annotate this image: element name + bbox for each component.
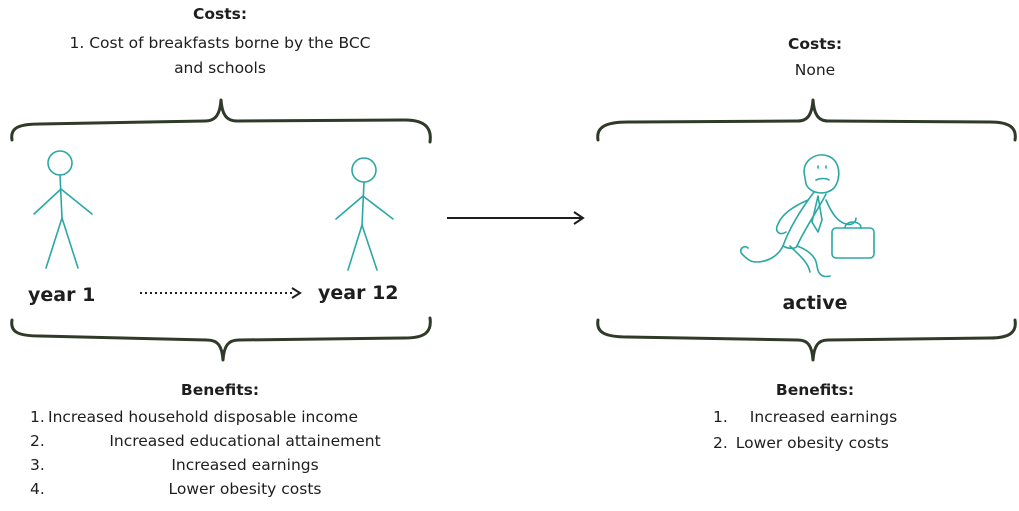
right-costs-heading: Costs: — [787, 35, 843, 53]
left-bottom-brace — [10, 316, 432, 362]
active-figure-with-briefcase — [739, 154, 875, 278]
list-item-text: Increased earnings — [749, 408, 898, 426]
right-benefits-heading: Benefits: — [775, 381, 855, 399]
left-top-brace — [10, 98, 432, 144]
right-bottom-brace — [596, 318, 1017, 362]
list-item-number: 3. — [30, 456, 45, 474]
list-item-text: Lower obesity costs — [735, 434, 889, 452]
stick-figure-year-1 — [33, 150, 93, 269]
list-item-text: Increased educational attainement — [109, 432, 381, 450]
list-item-text: Increased household disposable income — [48, 408, 358, 426]
left-benefits-list: 1. Increased household disposable income… — [30, 405, 440, 501]
list-item: 4. Lower obesity costs — [30, 477, 440, 501]
list-item-number: 1. — [713, 408, 728, 426]
right-benefit-1: 1. Increased earnings — [713, 405, 943, 429]
list-item-number: 4. — [30, 480, 45, 498]
year-1-label: year 1 — [28, 284, 96, 306]
left-benefits-heading: Benefits: — [180, 381, 260, 399]
right-costs-text: None — [794, 61, 836, 79]
right-benefit-2: 2. Lower obesity costs — [713, 431, 943, 455]
right-top-brace — [596, 98, 1017, 142]
list-item-text: Lower obesity costs — [168, 480, 322, 498]
list-item: 1. Increased household disposable income — [30, 405, 440, 429]
left-costs-heading: Costs: — [192, 5, 248, 23]
year-12-label: year 12 — [318, 282, 399, 304]
left-costs-text-line1: 1. Cost of breakfasts borne by the BCC — [69, 34, 371, 52]
list-item: 2. Increased educational attainement — [30, 429, 440, 453]
list-item: 3. Increased earnings — [30, 453, 440, 477]
list-item-number: 2. — [713, 434, 728, 452]
transition-arrow — [447, 211, 585, 225]
list-item-number: 2. — [30, 432, 45, 450]
list-item-number: 1. — [30, 408, 45, 426]
list-item-text: Increased earnings — [171, 456, 319, 474]
dotted-progress-arrow — [140, 287, 302, 299]
active-label: active — [782, 292, 848, 314]
stick-figure-year-12 — [335, 157, 394, 271]
left-costs-text-line2: and schools — [174, 59, 266, 77]
